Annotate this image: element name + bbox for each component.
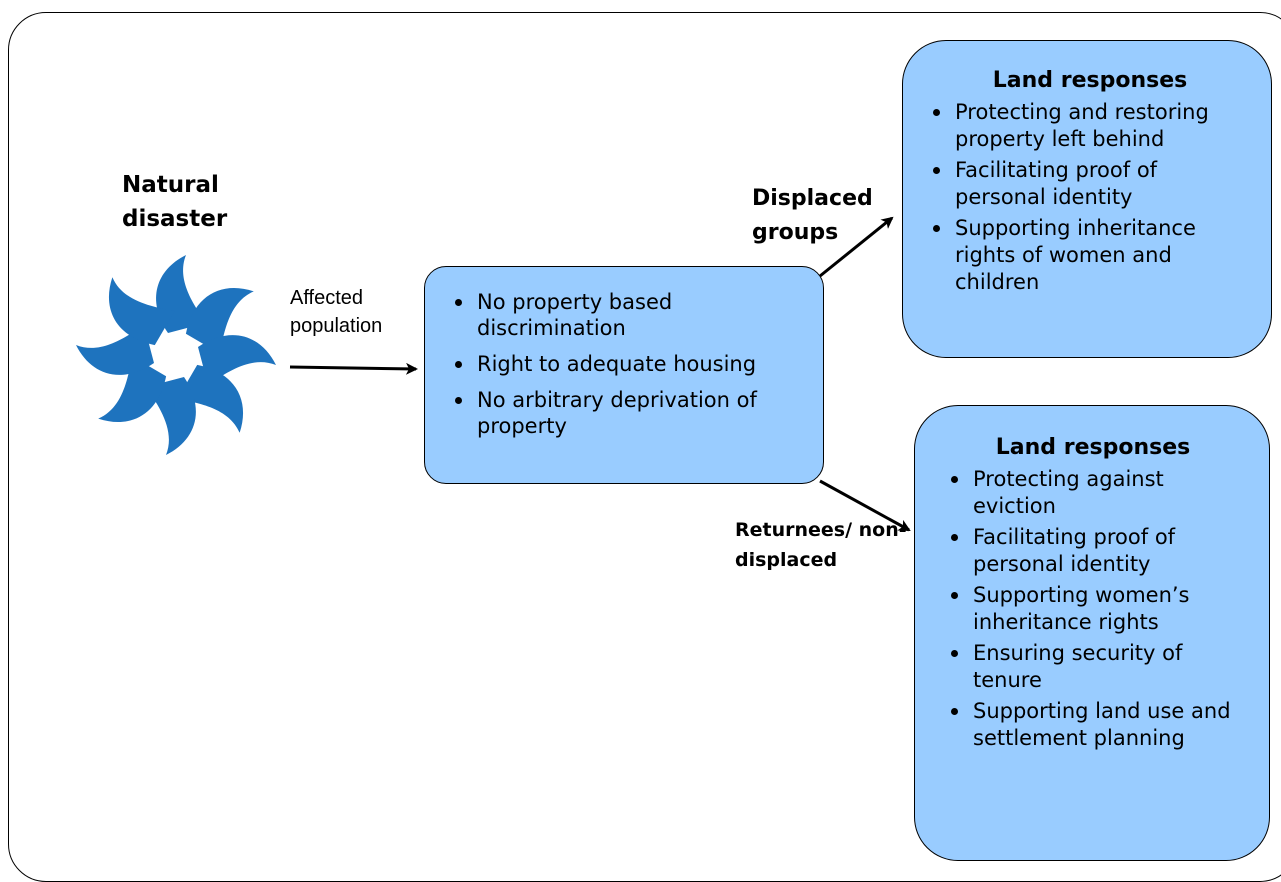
arrow-affected [289, 362, 418, 375]
rights-item: No property based discrimination [451, 289, 803, 341]
land-responses-returnees-box: Land responses Protecting against evicti… [914, 405, 1270, 861]
response-item: Supporting women’s inheritance rights [947, 582, 1239, 636]
swirl-logo-icon [70, 255, 282, 455]
rights-item: Right to adequate housing [451, 351, 803, 377]
response-item: Supporting land use and settlement plann… [947, 698, 1239, 752]
response-item: Protecting against eviction [947, 466, 1239, 520]
rights-box: No property based discrimination Right t… [424, 266, 824, 484]
response-item: Facilitating proof of personal identity [929, 157, 1251, 211]
rights-item: No arbitrary deprivation of property [451, 387, 803, 439]
response-item: Facilitating proof of personal identity [947, 524, 1239, 578]
affected-population-label: Affected population [290, 287, 383, 337]
box-title: Land responses [992, 68, 1188, 93]
arrow-returnees [819, 479, 911, 532]
natural-disaster-label: Natural disaster [122, 172, 228, 232]
box-title: Land responses [995, 435, 1191, 460]
returnees-label: Returnees/ non-displaced [735, 519, 907, 571]
response-item: Protecting and restoring property left b… [929, 99, 1251, 153]
response-item: Supporting inheritance rights of women a… [929, 215, 1251, 296]
land-responses-displaced-box: Land responses Protecting and restoring … [902, 40, 1272, 358]
response-item: Ensuring security of tenure [947, 640, 1239, 694]
displaced-groups-label: Displaced groups [752, 186, 873, 245]
arrow-displaced [819, 216, 894, 278]
